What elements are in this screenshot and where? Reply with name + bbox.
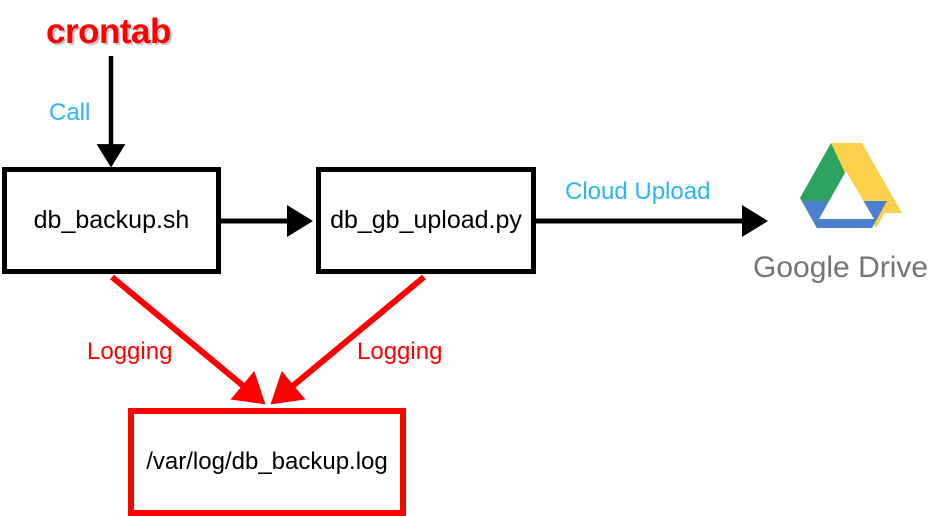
node-db-backup-sh-label: db_backup.sh [33, 206, 190, 234]
node-log-file-label: /var/log/db_backup.log [146, 448, 388, 475]
edge-label-cloud-upload: Cloud Upload [565, 178, 711, 205]
edge-upload-to-log [270, 274, 426, 405]
node-db-backup-sh[interactable]: db_backup.sh [2, 167, 221, 274]
edge-label-call: Call [49, 99, 91, 126]
node-db-gb-upload-py-label: db_gb_upload.py [330, 206, 522, 234]
crontab-label: crontab [46, 12, 171, 51]
node-db-gb-upload-py[interactable]: db_gb_upload.py [316, 167, 536, 274]
edge-label-logging-right: Logging [357, 338, 443, 365]
edge-label-logging-left: Logging [87, 338, 173, 365]
google-drive-icon [800, 143, 902, 228]
google-drive-caption: Google Drive [753, 251, 929, 284]
edge-backup-to-log [110, 274, 266, 405]
node-log-file[interactable]: /var/log/db_backup.log [128, 408, 406, 516]
